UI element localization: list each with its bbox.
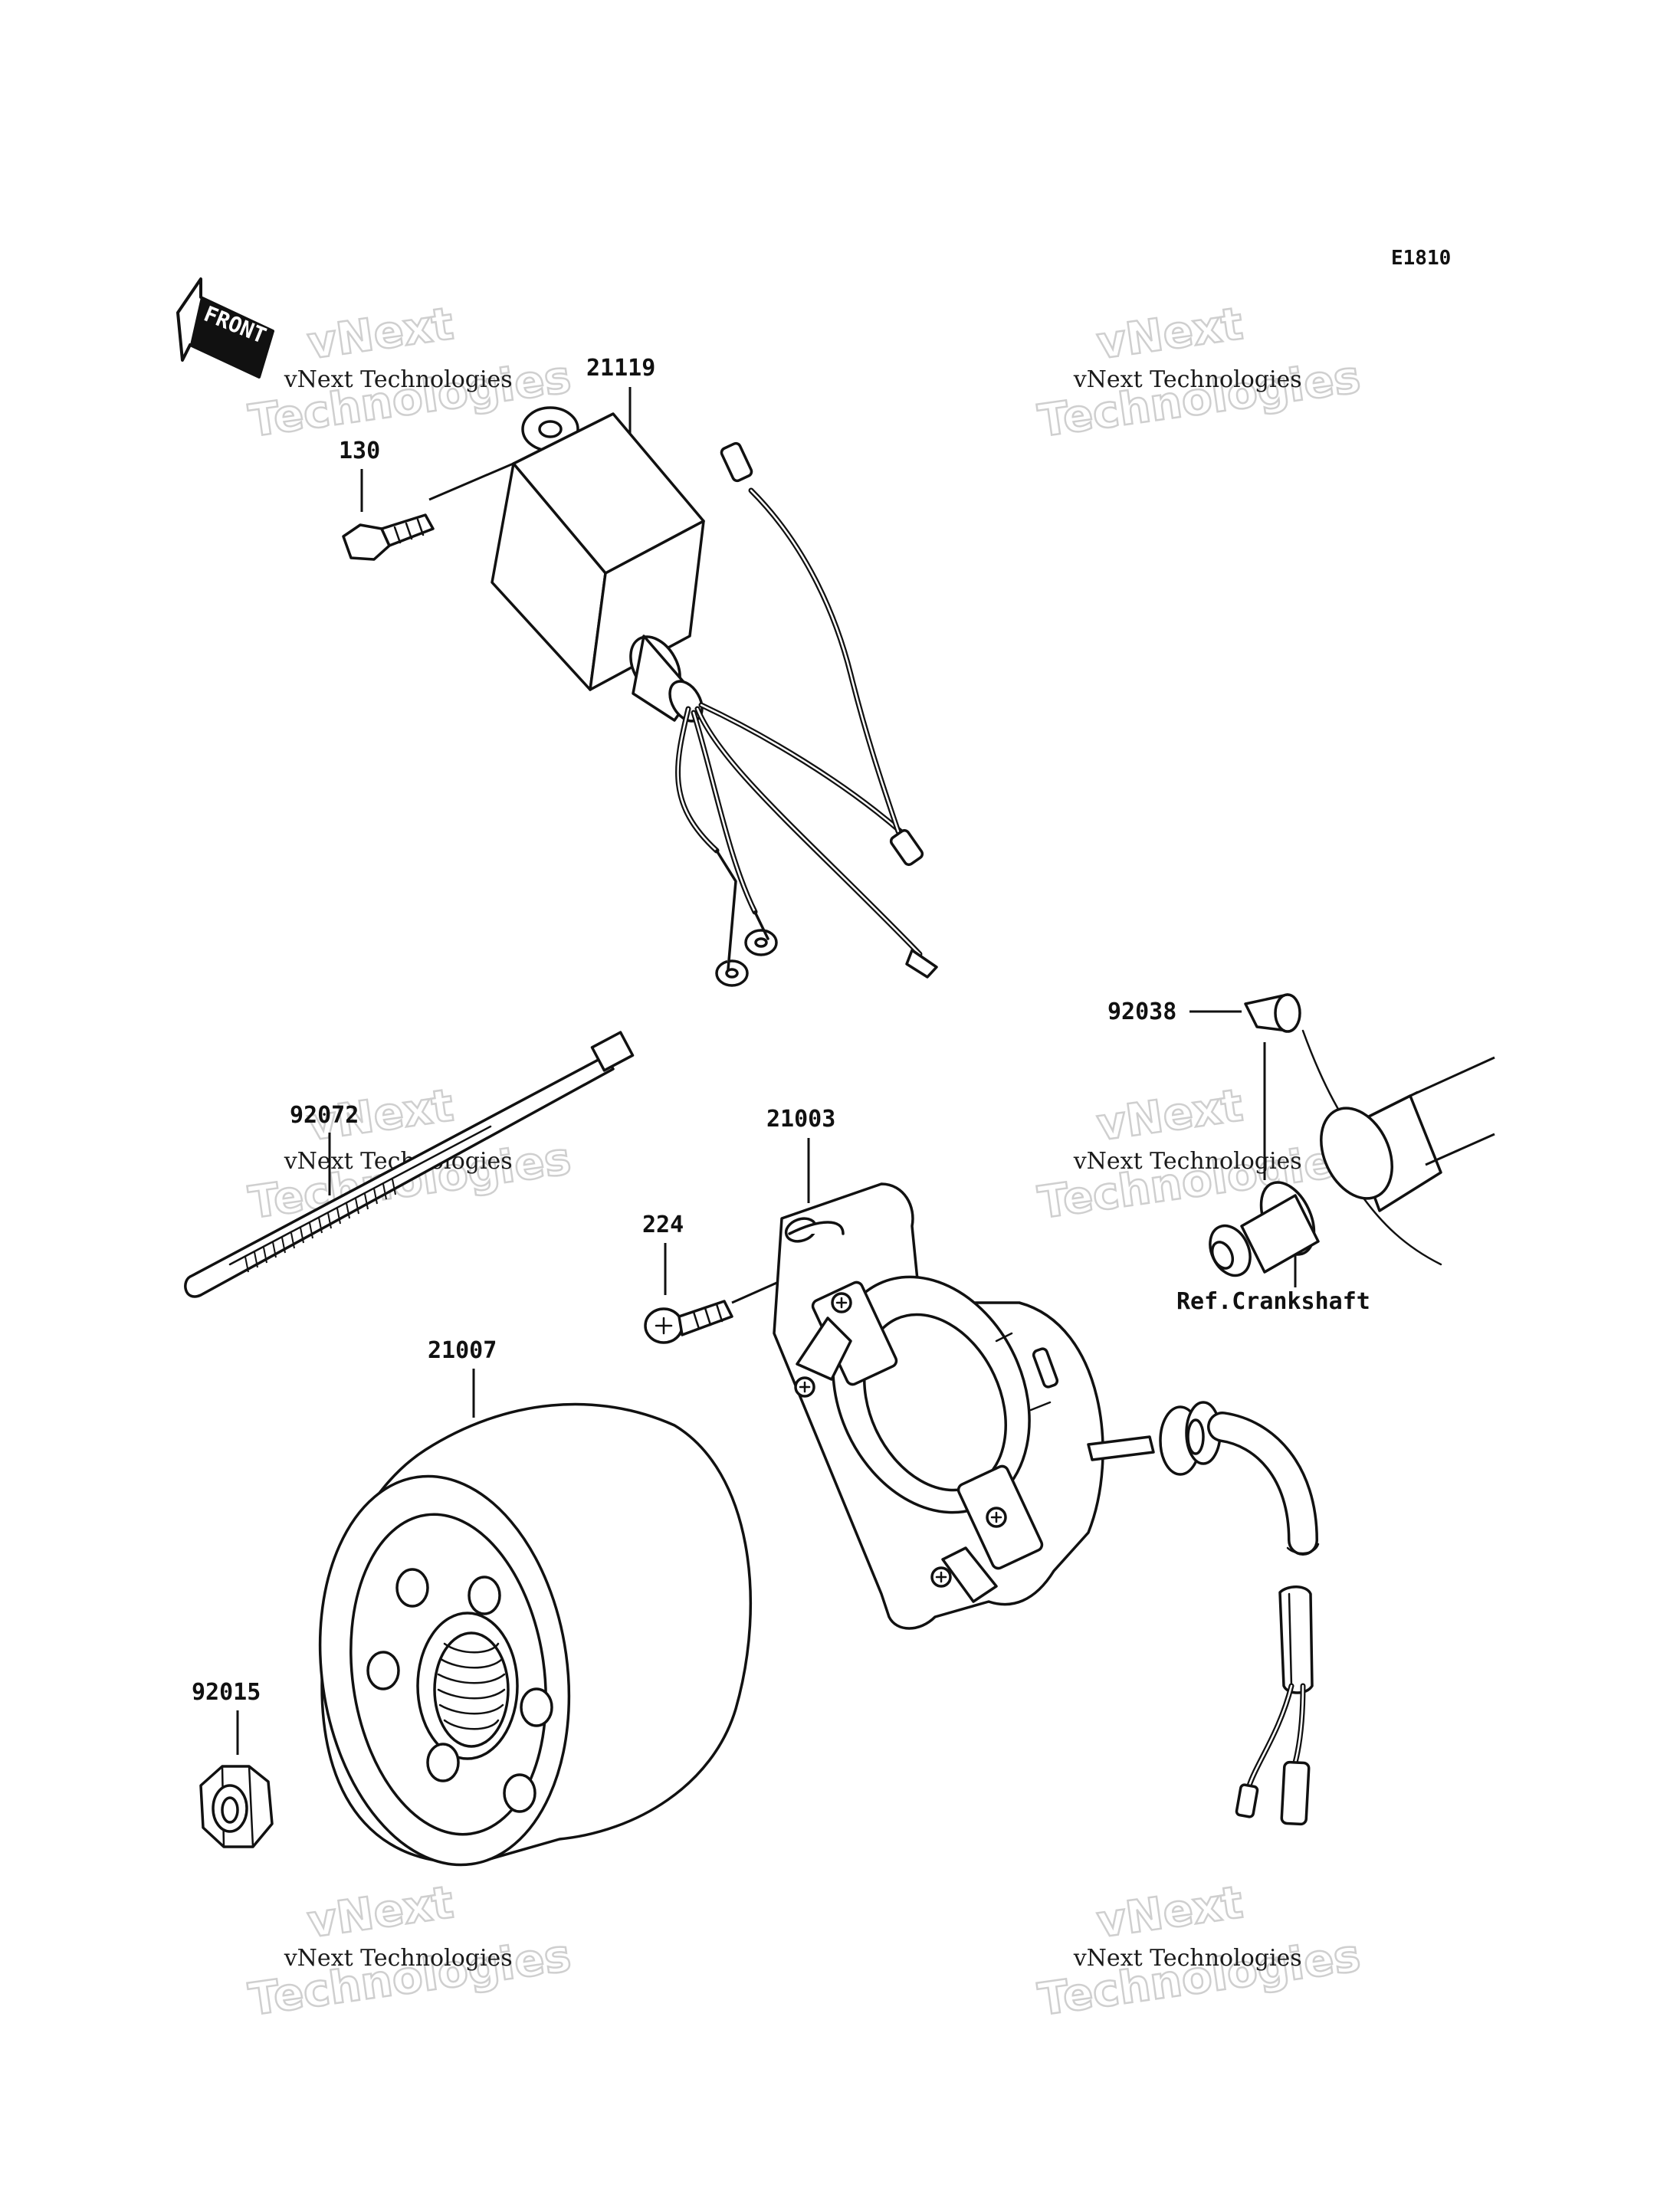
watermark-bottom-right: vNext Technologies vNext Technologies	[1034, 1875, 1364, 2027]
watermark-mid-right: vNext Technologies vNext Technologies	[1034, 1078, 1364, 1230]
front-arrow: FRONT	[176, 277, 274, 379]
watermark-technologies: Technologies	[1035, 1929, 1363, 2025]
part-label-21119: 21119	[586, 355, 655, 382]
watermark-technologies: Technologies	[245, 1929, 573, 2025]
watermark-vnext: vNext	[1094, 1079, 1245, 1151]
watermark-vnext: vNext	[1094, 1876, 1245, 1948]
nut-92015	[199, 1765, 274, 1848]
watermark-vnext: vNext	[304, 297, 456, 369]
part-label-92038: 92038	[1107, 998, 1176, 1025]
part-label-224: 224	[642, 1212, 684, 1238]
watermark-top-right: vNext Technologies vNext Technologies	[1034, 297, 1364, 448]
watermark-text: vNext Technologies	[1073, 1945, 1302, 1972]
watermark-text: vNext Technologies	[1073, 366, 1302, 393]
flywheel-21007	[318, 1402, 753, 1867]
cable-tie-92072	[184, 1031, 635, 1298]
part-label-21007: 21007	[428, 1337, 497, 1364]
bolt-130	[342, 513, 435, 561]
stator-21003	[773, 1182, 1320, 1826]
watermark-vnext: vNext	[304, 1876, 456, 1948]
part-label-130: 130	[339, 438, 380, 464]
part-label-92072: 92072	[290, 1102, 359, 1129]
crankshaft-reference	[1209, 1029, 1495, 1277]
watermark-text: vNext Technologies	[284, 366, 513, 393]
reference-crankshaft: Ref.Crankshaft	[1176, 1288, 1370, 1315]
cdi-unit	[428, 406, 938, 987]
watermark-technologies: Technologies	[1035, 350, 1363, 447]
diagram-code: E1810	[1391, 247, 1451, 270]
woodruff-key-92038	[1244, 993, 1301, 1033]
part-label-92015: 92015	[192, 1679, 261, 1706]
watermark-mid-left: vNext Technologies vNext Technologies	[244, 1078, 575, 1230]
watermark-vnext: vNext	[1094, 297, 1245, 369]
watermark-technologies: Technologies	[1035, 1132, 1363, 1228]
watermark-text: vNext Technologies	[1073, 1148, 1302, 1175]
watermark-text: vNext Technologies	[284, 1945, 513, 1972]
part-label-21003: 21003	[766, 1106, 835, 1133]
watermark-bottom-left: vNext Technologies vNext Technologies	[244, 1875, 575, 2027]
